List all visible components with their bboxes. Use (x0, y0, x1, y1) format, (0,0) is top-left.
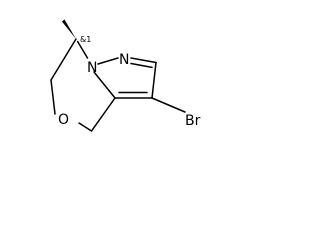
bond-ch-cbr (151, 61, 157, 99)
atom-label-n-bridge: N (87, 60, 97, 76)
bond-ch2-o (78, 122, 93, 132)
bond-c3a-n (93, 71, 116, 99)
atom-label-bromine: Br (185, 113, 201, 129)
bond-c3a-ch2 (90, 97, 116, 132)
bond-c7-n (76, 40, 89, 59)
bond-o-ch2 (50, 79, 56, 115)
bond-n-ch-double (130, 62, 153, 69)
atom-label-n-pyrazole: N (119, 52, 129, 68)
wedge-bond-methyl (62, 19, 76, 39)
bond-layer (50, 19, 186, 132)
stereo-descriptor-label: &1 (80, 35, 91, 44)
bond-cbr-br (151, 97, 186, 113)
molecule-structure: N N O Br &1 (50, 19, 201, 132)
bond-n-n (97, 57, 119, 65)
bond-n-ch (130, 57, 157, 64)
bond-ch2-c7 (50, 38, 77, 81)
atom-label-oxygen: O (58, 112, 69, 128)
label-layer: N N O Br &1 (58, 35, 201, 129)
